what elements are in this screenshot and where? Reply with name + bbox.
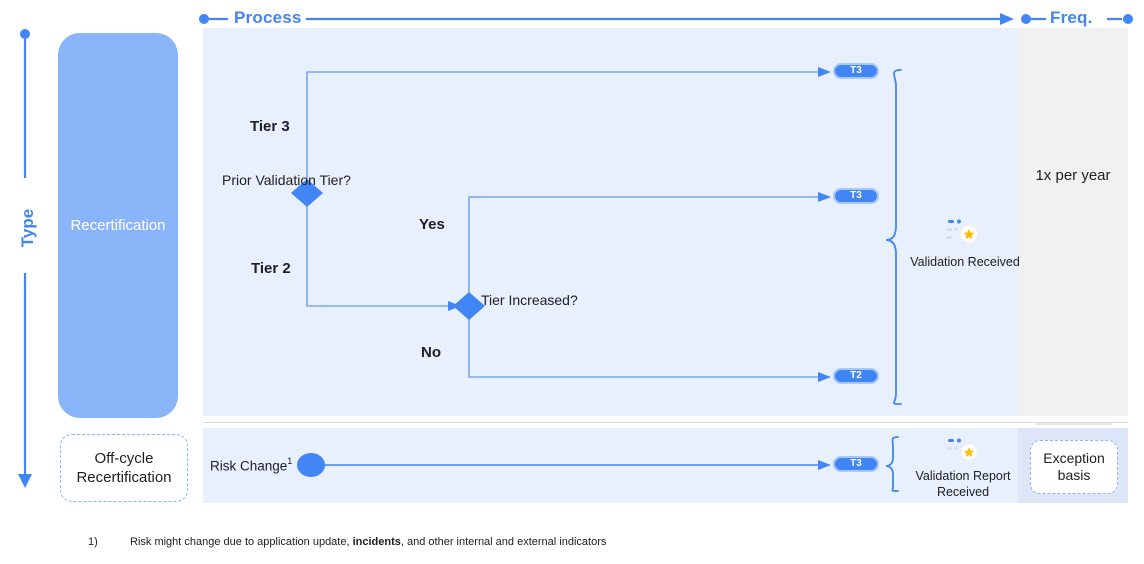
tier-badge-label: T3	[850, 190, 862, 201]
type-recertification-pill: Recertification	[58, 33, 178, 418]
tier-badge-t3-prior-tier3: T3	[833, 63, 879, 79]
type-offcycle-box: Off-cycle Recertification	[60, 434, 188, 502]
footnote-text-bold: incidents	[352, 536, 401, 548]
outcome-label: Validation Report Received	[915, 469, 1011, 499]
risk-change-label: Risk Change	[210, 458, 288, 474]
type-offcycle-label: Off-cycle Recertification	[76, 449, 172, 487]
process-panel-offcycle	[203, 428, 1018, 503]
process-panel-recertification	[203, 28, 1018, 416]
panel-divider	[203, 422, 1128, 423]
decision-label-prior-validation-tier: Prior Validation Tier?	[222, 172, 351, 190]
frequency-value-offcycle-box: Exception basis	[1030, 440, 1118, 494]
tier-badge-label: T2	[850, 370, 862, 381]
frequency-value-recertification: 1x per year	[1035, 167, 1111, 184]
freq-axis-header: Freq.	[1018, 8, 1136, 30]
tier-badge-t3-yes: T3	[833, 188, 879, 204]
process-axis-label: Process	[234, 8, 302, 27]
tier-badge-label: T3	[850, 458, 862, 469]
footnote-text-before: Risk might change due to application upd…	[130, 536, 353, 548]
branch-label-yes: Yes	[419, 216, 445, 233]
decision-label-tier-increased: Tier Increased?	[481, 292, 578, 308]
arrow-down-icon	[18, 474, 32, 488]
branch-label-tier2: Tier 2	[251, 260, 291, 277]
footnote: 1) Risk might change due to application u…	[88, 536, 988, 548]
type-axis: Type	[14, 28, 44, 490]
process-axis-header: Process	[196, 8, 1016, 30]
arrow-right-icon	[1000, 13, 1014, 25]
tier-badge-t2-no: T2	[833, 368, 879, 384]
outcome-validation-report-received: Validation Report Received	[898, 436, 1028, 500]
dot-icon	[1021, 14, 1031, 24]
branch-label-no: No	[421, 344, 441, 361]
outcome-validation-received: Validation Received	[910, 214, 1020, 271]
type-axis-label: Type	[18, 208, 37, 248]
footnote-text-after: , and other internal and external indica…	[400, 536, 607, 548]
outcome-label: Validation Received	[910, 255, 1020, 269]
dot-icon	[1123, 14, 1133, 24]
footnote-number: 1)	[88, 536, 98, 548]
frequency-panel-recertification	[1018, 28, 1128, 416]
award-badge-star-icon	[947, 438, 978, 466]
award-badge-star-icon	[946, 219, 979, 249]
tier-badge-label: T3	[850, 65, 862, 76]
risk-change-footnote-marker: 1	[287, 456, 293, 466]
dot-icon	[20, 29, 30, 39]
risk-change-label-group: Risk Change1	[210, 456, 292, 475]
type-recertification-label: Recertification	[70, 217, 166, 234]
dot-icon	[199, 14, 209, 24]
branch-label-tier3: Tier 3	[250, 118, 290, 135]
freq-axis-label: Freq.	[1050, 8, 1093, 27]
frequency-value-offcycle: Exception basis	[1043, 449, 1105, 484]
tier-badge-t3-offcycle: T3	[833, 456, 879, 472]
